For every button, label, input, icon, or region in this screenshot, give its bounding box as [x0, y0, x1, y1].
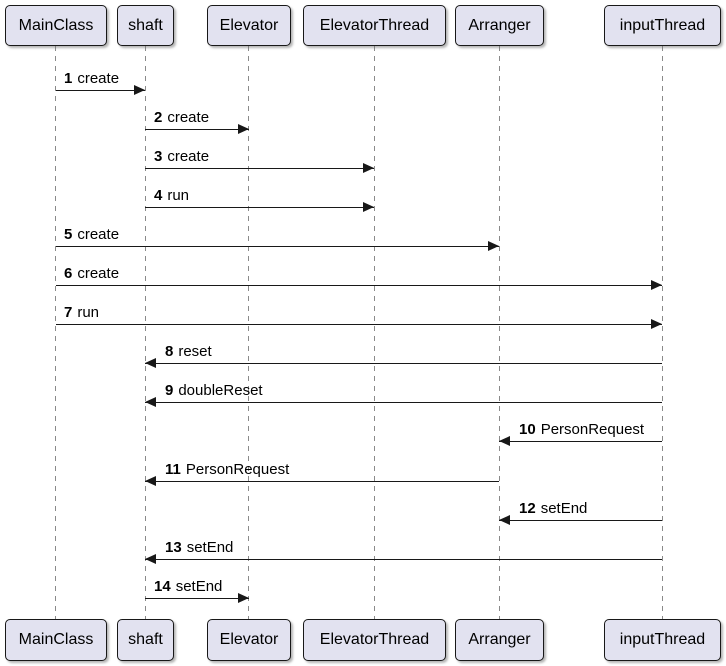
lifeline-inputthread — [662, 46, 663, 619]
arrow-right-icon — [134, 85, 145, 95]
participant-bottom-elevator: Elevator — [207, 619, 291, 661]
arrow-left-icon — [499, 436, 510, 446]
message-text: create — [77, 70, 120, 87]
message-number: 9 — [165, 382, 174, 399]
message-number: 14 — [154, 578, 171, 595]
message-number: 4 — [154, 187, 163, 204]
participant-bottom-shaft: shaft — [117, 619, 174, 661]
arrow-right-icon — [651, 280, 662, 290]
message-text: create — [167, 109, 210, 126]
message-text: create — [77, 226, 120, 243]
arrow-right-icon — [363, 163, 374, 173]
message-number: 5 — [64, 226, 73, 243]
message-text: setEnd — [540, 500, 588, 517]
participant-bottom-arranger: Arranger — [455, 619, 544, 661]
message-number: 11 — [165, 461, 181, 478]
message-number: 6 — [64, 265, 73, 282]
arrow-left-icon — [145, 358, 156, 368]
arrow-left-icon — [145, 476, 156, 486]
arrow-left-icon — [499, 515, 510, 525]
message-text: create — [77, 265, 120, 282]
message-number: 3 — [154, 148, 163, 165]
arrow-right-icon — [238, 124, 249, 134]
message-number: 1 — [64, 70, 73, 87]
participant-top-shaft: shaft — [117, 5, 174, 46]
message-text: PersonRequest — [185, 461, 290, 478]
arrow-right-icon — [238, 593, 249, 603]
participant-bottom-elevatorthread: ElevatorThread — [303, 619, 446, 661]
message-text: setEnd — [186, 539, 234, 556]
message-number: 8 — [165, 343, 174, 360]
lifeline-arranger — [499, 46, 500, 619]
lifeline-elevatorthread — [374, 46, 375, 619]
message-text: doubleReset — [178, 382, 263, 399]
participant-top-elevator: Elevator — [207, 5, 291, 46]
lifeline-elevator — [248, 46, 249, 619]
arrow-right-icon — [363, 202, 374, 212]
participant-bottom-inputthread: inputThread — [604, 619, 721, 661]
message-text: PersonRequest — [540, 421, 645, 438]
participant-top-arranger: Arranger — [455, 5, 544, 46]
message-number: 2 — [154, 109, 163, 126]
message-text: create — [167, 148, 210, 165]
message-number: 12 — [519, 500, 536, 517]
arrow-right-icon — [488, 241, 499, 251]
participant-top-inputthread: inputThread — [604, 5, 721, 46]
message-text: run — [167, 187, 190, 204]
participant-top-elevatorthread: ElevatorThread — [303, 5, 446, 46]
message-number: 7 — [64, 304, 73, 321]
arrow-right-icon — [651, 319, 662, 329]
message-text: setEnd — [175, 578, 223, 595]
participant-bottom-mainclass: MainClass — [5, 619, 107, 661]
message-text: run — [77, 304, 100, 321]
message-number: 13 — [165, 539, 182, 556]
message-text: reset — [178, 343, 212, 360]
lifeline-shaft — [145, 46, 146, 619]
lifeline-mainclass — [55, 46, 56, 619]
arrow-left-icon — [145, 397, 156, 407]
participant-top-mainclass: MainClass — [5, 5, 107, 46]
message-number: 10 — [519, 421, 536, 438]
arrow-left-icon — [145, 554, 156, 564]
